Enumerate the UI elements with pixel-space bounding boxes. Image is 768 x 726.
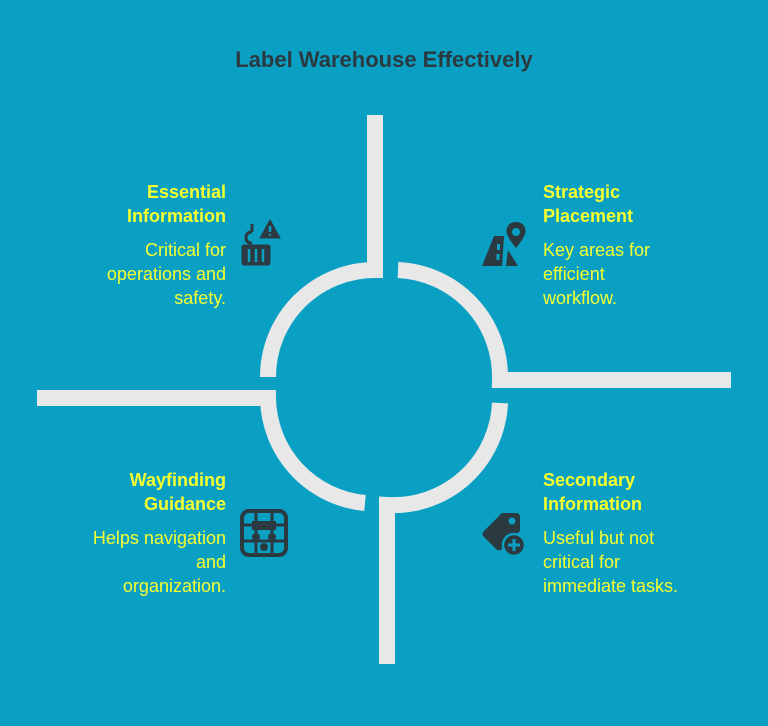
quadrant-secondary-information: Secondary Information Useful but not cri… (543, 468, 743, 598)
map-location-pin-icon (478, 218, 530, 270)
quadrant-description: Key areas for efficient workflow. (543, 240, 651, 308)
quadrant-strategic-placement: Strategic Placement Key areas for effici… (543, 180, 743, 310)
quadrant-heading: Wayfinding Guidance (129, 470, 226, 514)
quadrant-wayfinding-guidance: Wayfinding Guidance Helps navigation and… (26, 468, 226, 598)
tag-plus-icon (478, 507, 530, 559)
frame-arc-bottom-left (37, 390, 366, 511)
quadrant-essential-information: Essential Information Critical for opera… (26, 180, 226, 310)
quadrant-heading: Strategic Placement (543, 182, 634, 226)
quadrant-description: Critical for operations and safety. (106, 240, 226, 308)
frame-arc-top-left (260, 115, 383, 378)
quadrant-description: Helps navigation and organization. (92, 528, 226, 596)
frame-arc-bottom-right (379, 402, 508, 664)
quadrant-description: Useful but not critical for immediate ta… (543, 528, 679, 596)
frame-arc-top-right (397, 262, 731, 388)
page-title: Label Warehouse Effectively (235, 47, 533, 72)
floor-plan-grid-icon (238, 507, 290, 559)
quadrant-heading: Essential Information (127, 182, 226, 226)
quadrant-heading: Secondary Information (543, 470, 642, 514)
hazard-crane-icon (238, 218, 290, 270)
